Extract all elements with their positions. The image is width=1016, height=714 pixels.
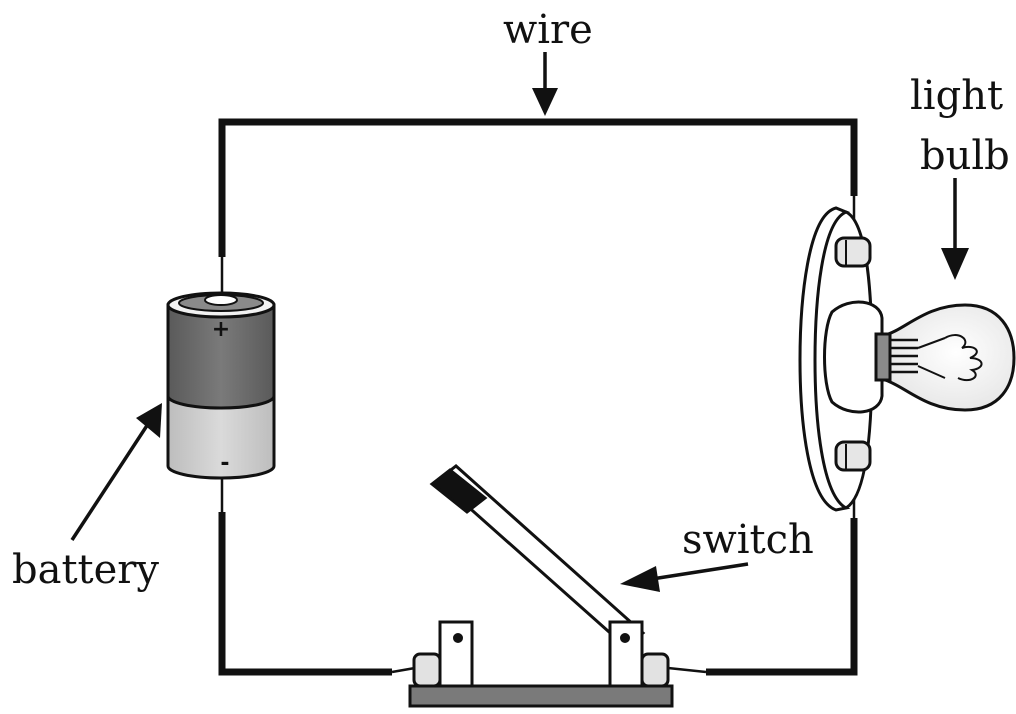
label-arrows xyxy=(70,52,969,592)
battery xyxy=(166,291,276,480)
battery-bottom-half xyxy=(166,394,276,480)
label-battery: battery xyxy=(12,547,159,593)
battery-positive-mark: + xyxy=(212,317,230,342)
label-light: light xyxy=(910,73,1004,119)
wire-top xyxy=(218,118,858,257)
bulb-terminal-top xyxy=(834,236,872,268)
light-bulb-socket xyxy=(798,206,884,512)
light-bulb xyxy=(874,303,1016,412)
bulb-terminal-bottom xyxy=(834,440,872,472)
wire-left-bottom xyxy=(218,512,392,676)
label-bulb: bulb xyxy=(920,133,1010,179)
bulb-filament xyxy=(944,334,983,382)
battery-negative-mark: - xyxy=(220,451,229,476)
switch-handle xyxy=(429,468,488,514)
wire-circuit xyxy=(218,118,858,676)
lead-wires xyxy=(220,196,856,674)
label-switch: switch xyxy=(682,517,814,563)
switch-arrow xyxy=(651,562,749,581)
battery-arrow xyxy=(70,423,150,541)
knife-switch xyxy=(408,464,674,708)
battery-top-half xyxy=(166,303,276,410)
switch-base xyxy=(408,684,674,708)
switch-left-clip xyxy=(438,620,474,688)
wire-right-bottom xyxy=(706,518,858,676)
label-wire: wire xyxy=(503,7,593,53)
battery-terminal xyxy=(204,294,238,306)
switch-hinge xyxy=(608,620,644,688)
